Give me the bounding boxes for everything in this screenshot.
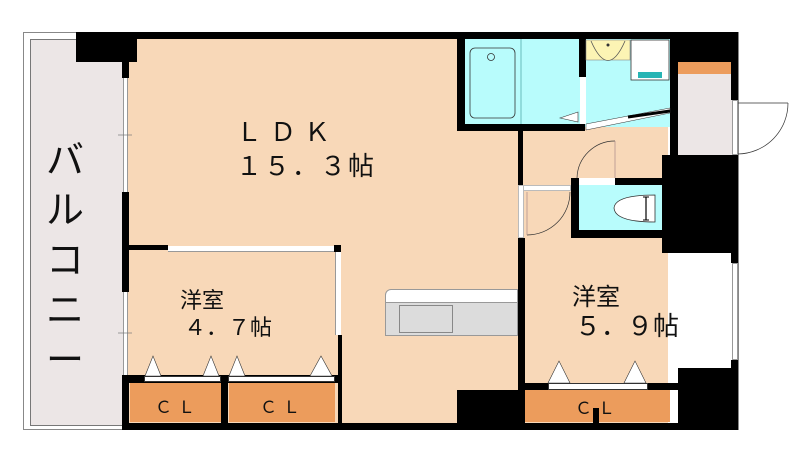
kitchen-sink xyxy=(399,305,453,333)
wall xyxy=(678,368,738,430)
wall xyxy=(76,32,738,39)
sliding-door xyxy=(168,246,334,252)
door-frame xyxy=(579,178,615,185)
wall xyxy=(593,408,599,430)
western-room-1-label: 洋室 xyxy=(180,289,225,314)
closet-1 xyxy=(130,382,221,422)
window xyxy=(732,263,738,360)
door-frame xyxy=(732,100,738,155)
wall xyxy=(128,245,168,250)
wall xyxy=(571,178,579,238)
western-room-2-size: ５．９帖 xyxy=(575,312,680,342)
balcony-area xyxy=(30,39,124,426)
balcony-label: バ ル コ ニ ー xyxy=(40,135,90,385)
wall xyxy=(122,423,738,430)
shoe-box xyxy=(678,62,732,74)
wall xyxy=(122,192,129,292)
wall xyxy=(670,32,738,62)
western-room-1-size: ４．７帖 xyxy=(184,316,273,341)
closet-3-label: ＣＬ xyxy=(575,399,621,419)
window xyxy=(123,292,128,375)
wall xyxy=(662,155,738,253)
balcony-char: ニ xyxy=(45,288,84,332)
closet-door xyxy=(144,376,221,382)
bathtub-icon xyxy=(469,47,516,119)
wall xyxy=(518,238,525,430)
wall xyxy=(731,360,738,430)
balcony-char: ル xyxy=(45,188,84,232)
balcony-char: コ xyxy=(45,238,84,282)
sliding-door xyxy=(335,252,341,335)
closet-2 xyxy=(229,382,335,422)
western-room-2-label: 洋室 xyxy=(572,283,620,311)
wall xyxy=(122,60,129,78)
wall xyxy=(579,32,586,77)
door-frame xyxy=(580,77,586,124)
wall xyxy=(670,32,678,155)
wall xyxy=(571,230,666,238)
wall xyxy=(518,131,523,185)
ldk-label: ＬＤＫ xyxy=(236,118,339,148)
wall xyxy=(221,375,228,430)
balcony-char: ー xyxy=(45,338,84,382)
wall xyxy=(731,253,738,263)
wall xyxy=(457,32,465,131)
balcony-char: バ xyxy=(45,138,84,182)
wall xyxy=(457,390,525,430)
closet-2-label: ＣＬ xyxy=(260,398,306,418)
ldk-size: １５．３帖 xyxy=(236,152,377,182)
entrance xyxy=(678,72,732,155)
toilet-icon xyxy=(613,194,656,223)
closet-1-label: ＣＬ xyxy=(155,398,201,418)
wall xyxy=(334,245,341,252)
wall xyxy=(122,375,129,430)
wall xyxy=(76,32,137,62)
closet-door xyxy=(548,383,648,390)
closet-door xyxy=(228,376,335,382)
door-frame xyxy=(518,185,524,238)
wall xyxy=(731,32,738,100)
wall xyxy=(614,178,664,185)
wall xyxy=(457,124,585,131)
bathroom xyxy=(464,39,580,125)
